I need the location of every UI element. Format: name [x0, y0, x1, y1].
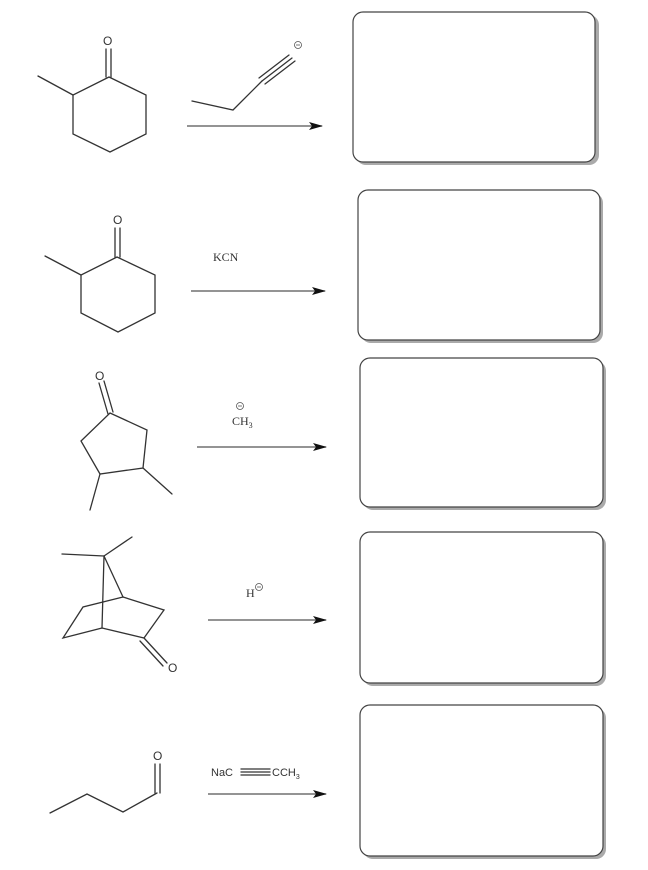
reagent-label: CH3: [232, 414, 253, 430]
negative-charge-icon: [236, 402, 244, 410]
reagent-propynide: [191, 41, 302, 111]
oxygen-label: O: [153, 749, 162, 763]
product-answer-box[interactable]: [357, 189, 601, 341]
negative-charge-icon: [294, 41, 302, 49]
reagent-label-right: CCH3: [272, 767, 300, 781]
oxygen-label: O: [168, 661, 177, 675]
reagent-label-left: NaC: [211, 767, 233, 779]
reagent-sodium-propynide: NaC CCH3: [211, 767, 300, 781]
product-answer-box[interactable]: [359, 531, 604, 684]
substrate-camphor: O: [61, 536, 177, 675]
product-answer-box[interactable]: [359, 704, 604, 857]
substrate-butanal: O: [49, 749, 162, 814]
oxygen-label: O: [95, 369, 104, 383]
reagent-methyl-anion: CH3: [232, 402, 253, 430]
reaction-5: O NaC CCH3: [49, 704, 606, 859]
reaction-1: O: [37, 11, 599, 165]
reaction-2: O KCN: [44, 189, 603, 343]
reaction-3: O CH3: [80, 357, 606, 511]
product-answer-box[interactable]: [359, 357, 604, 508]
oxygen-label: O: [103, 34, 112, 48]
reagent-label: H: [246, 586, 255, 600]
substrate-3-4-dimethylcyclopentanone: O: [80, 369, 173, 511]
product-answer-box[interactable]: [352, 11, 596, 163]
reagent-label: KCN: [213, 250, 239, 264]
oxygen-label: O: [113, 213, 122, 227]
reaction-4: O H: [61, 531, 606, 686]
substrate-2-methylcyclohexanone: O: [44, 213, 156, 333]
negative-charge-icon: [255, 583, 263, 591]
substrate-2-methylcyclohexanone: O: [37, 34, 147, 153]
reagent-hydride: H: [246, 583, 263, 600]
